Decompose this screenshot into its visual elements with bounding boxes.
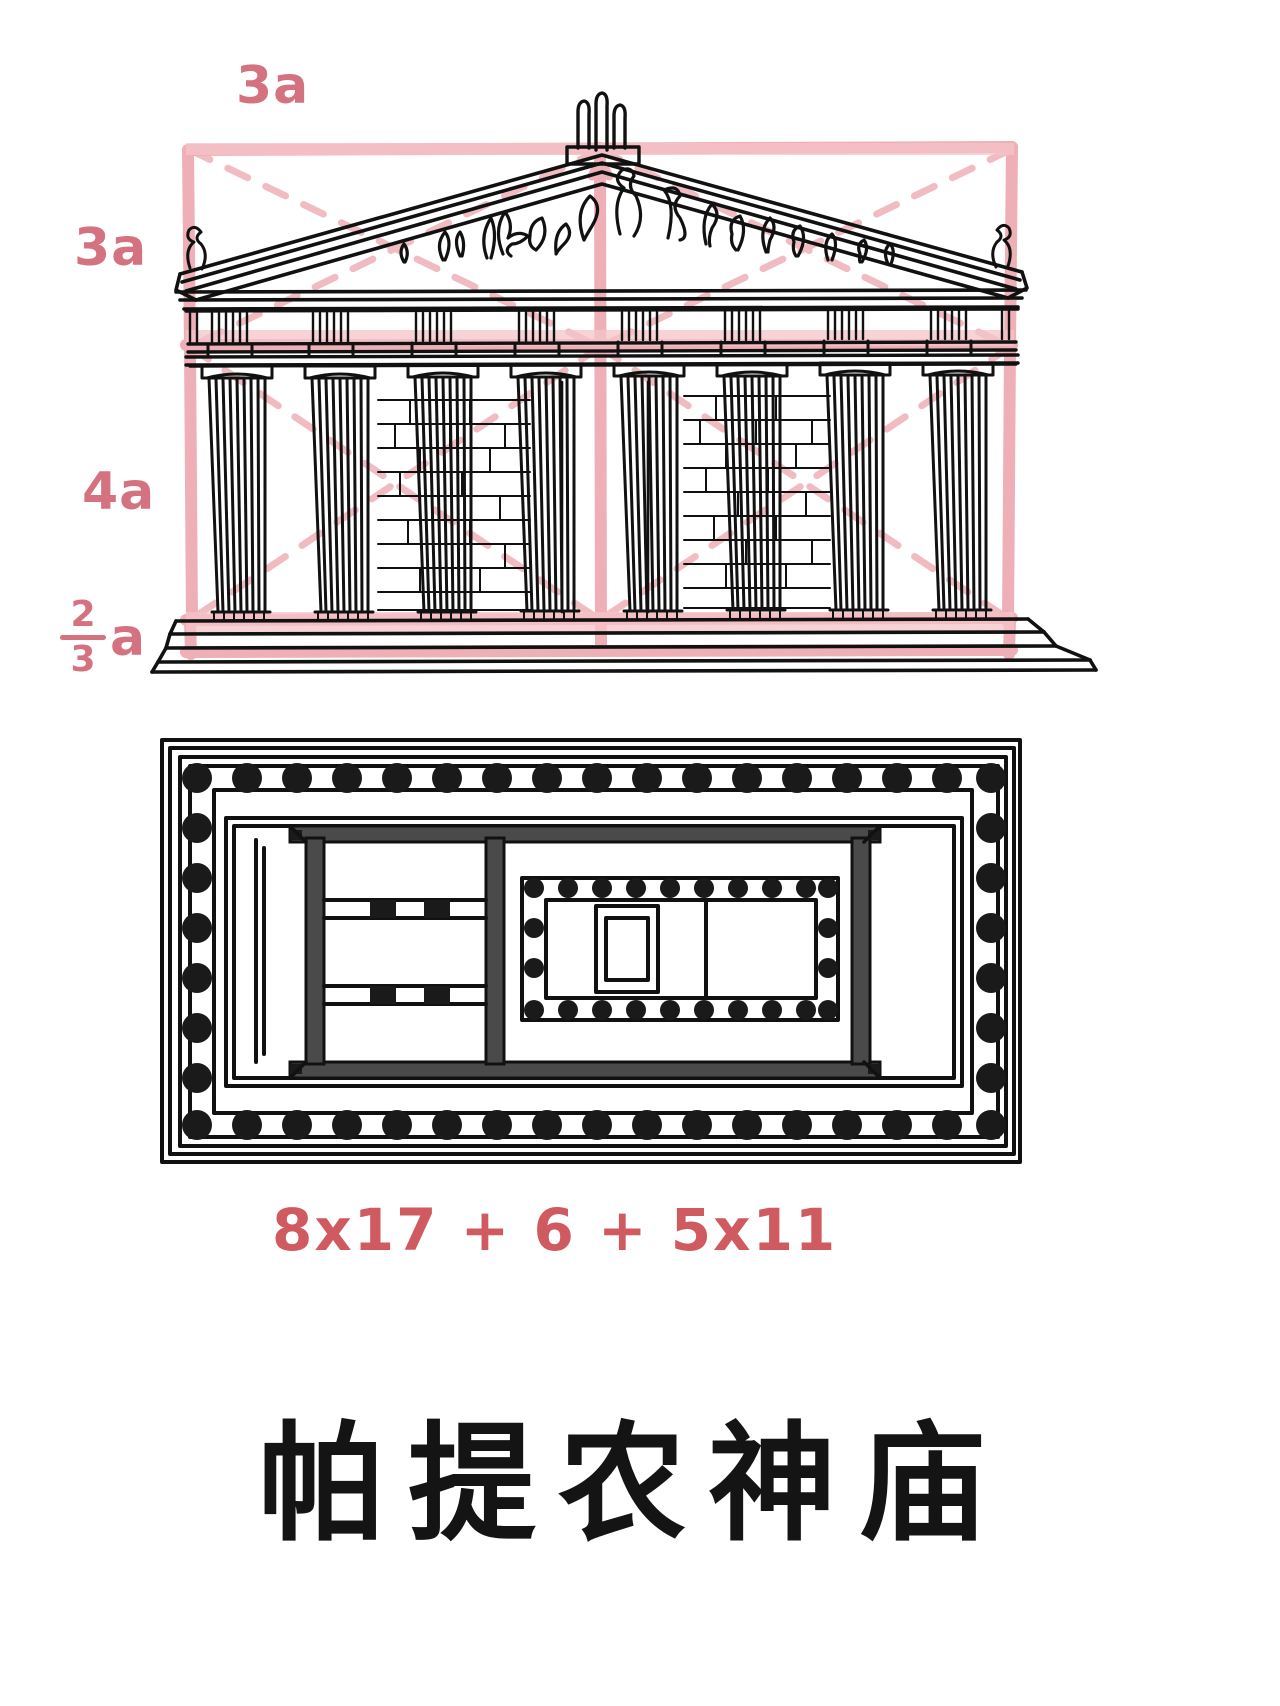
plan-peristyle-columns bbox=[182, 763, 1006, 1140]
plan-naos-inner-colonnade bbox=[524, 878, 838, 1020]
label-stylobate-two-thirds-a: 2 3 a bbox=[60, 594, 146, 681]
doric-column bbox=[303, 364, 377, 614]
doric-column bbox=[818, 361, 892, 612]
fraction-unit: a bbox=[110, 607, 146, 668]
label-columns-4a: 4a bbox=[82, 462, 156, 522]
plan-statue-base bbox=[594, 904, 660, 994]
doric-column bbox=[200, 364, 274, 614]
stylobate-hatch bbox=[213, 609, 987, 622]
label-width-3a: 3a bbox=[236, 56, 310, 116]
triglyph-group bbox=[188, 308, 1011, 344]
label-pediment-3a: 3a bbox=[74, 218, 148, 278]
plan-cella-walls bbox=[288, 824, 882, 1080]
column-count-formula: 8x17 + 6 + 5x11 bbox=[272, 1196, 838, 1264]
fraction-denominator: 3 bbox=[70, 639, 96, 681]
plan-opisthodomos-column-blocks bbox=[370, 900, 450, 1004]
plan-pronaos-columns bbox=[290, 830, 880, 1074]
doric-column bbox=[921, 361, 995, 612]
horizontal-cornice bbox=[174, 288, 1028, 311]
raking-cornice bbox=[174, 153, 1029, 302]
doric-column bbox=[612, 362, 686, 613]
doric-column bbox=[509, 363, 583, 613]
plan-corner-connectors bbox=[288, 824, 882, 1080]
corner-acroterion-icon bbox=[186, 223, 1012, 271]
plan-stylobate-frames bbox=[160, 738, 1022, 1164]
doric-column-group bbox=[200, 361, 995, 614]
page-title: 帕提农神庙 bbox=[258, 1410, 1009, 1559]
doric-column bbox=[406, 363, 480, 614]
fraction-numerator: 2 bbox=[70, 594, 96, 635]
doric-column bbox=[715, 362, 789, 612]
fraction-bar bbox=[60, 635, 106, 641]
pediment-sculpture-figures bbox=[399, 167, 895, 266]
plan-naos-outline bbox=[520, 876, 840, 1022]
plan-opisthodomos bbox=[254, 838, 488, 1064]
